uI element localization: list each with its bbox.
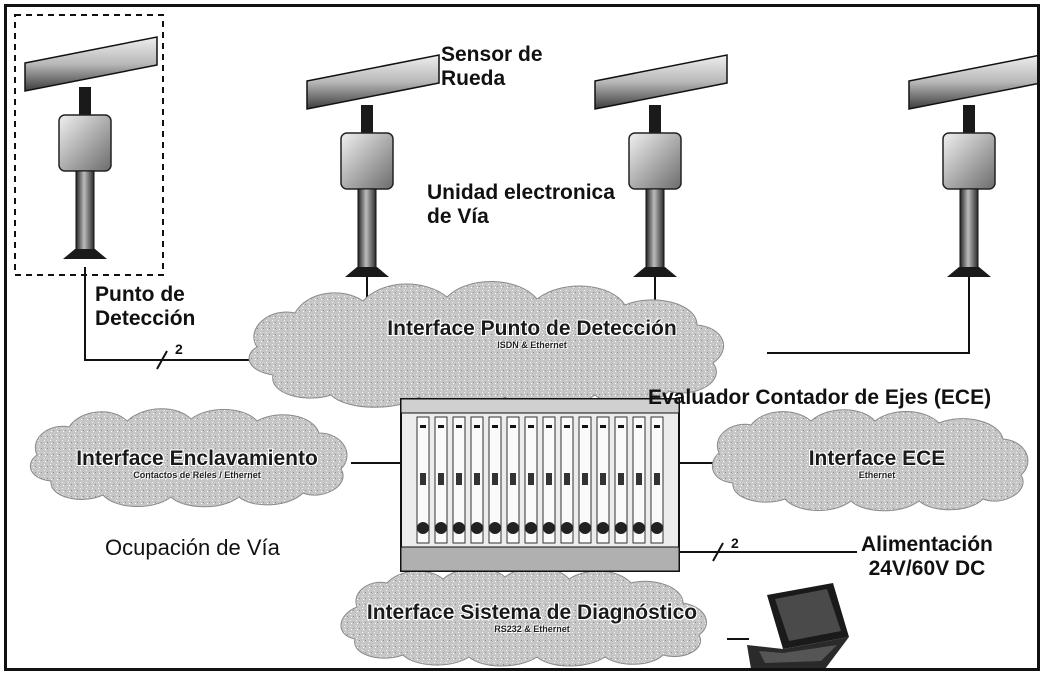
label-track-unit-text: Unidad electronica de Vía [427, 181, 615, 229]
wire-count-slash [156, 350, 168, 370]
cloud-detection-subtitle: ISDN & Ethernet [497, 340, 567, 350]
wheel-sensor-assembly [594, 54, 728, 277]
wheel-sensor-icon [963, 105, 975, 135]
rack-connector-icon [435, 522, 447, 534]
rack-connector-icon [507, 522, 519, 534]
rack-connector-icon [651, 522, 663, 534]
track-unit-box-icon [340, 132, 394, 190]
wheel-sensor-icon [361, 105, 373, 135]
wheel-sensor-icon [649, 105, 661, 135]
cloud-ece-interface [711, 409, 1029, 512]
cloud-ece-subtitle: Ethernet [858, 470, 896, 480]
label-wheel-sensor: Sensor de Rueda [441, 43, 543, 91]
wheel-sensor-assembly [306, 54, 440, 277]
cloud-interlocking-subtitle: Contactos de Reles / Ethernet [133, 470, 261, 480]
pole-icon [357, 188, 377, 272]
rack-connector-icon [489, 522, 501, 534]
wire-count-power: 2 [731, 535, 739, 551]
ece-rack [400, 398, 680, 572]
rack-connector-icon [597, 522, 609, 534]
cloud-interlocking-interface [29, 408, 348, 508]
pole-icon [959, 188, 979, 272]
rack-connector-icon [525, 522, 537, 534]
rack-connector-icon [471, 522, 483, 534]
laptop-icon [747, 583, 849, 668]
cloud-detection-title: Interface Punto de Detección [387, 317, 677, 340]
label-detection-point-text: Punto de Detección [95, 283, 196, 331]
diagram-frame: Sensor de Rueda Unidad electronica de Ví… [4, 4, 1040, 671]
cloud-diagnostic-title: Interface Sistema de Diagnóstico [366, 601, 698, 624]
label-track-occupancy-text: Ocupación de Vía [105, 535, 280, 560]
cloud-ece-title: Interface ECE [808, 447, 946, 470]
rail-icon [594, 54, 728, 110]
label-wheel-sensor-text: Sensor de Rueda [441, 43, 543, 91]
rack-connector-icon [561, 522, 573, 534]
track-unit-box-icon [942, 132, 996, 190]
pole-icon [645, 188, 665, 272]
label-detection-point: Punto de Detección [95, 283, 195, 331]
rack-connector-icon [615, 522, 627, 534]
rack-connector-icon [633, 522, 645, 534]
wire-count-detection: 2 [175, 341, 183, 357]
label-power-supply: Alimentación 24V/60V DC [861, 533, 993, 581]
cloud-detection-interface [248, 281, 725, 409]
pole-icon [75, 170, 95, 254]
cloud-interlocking-title: Interface Enclavamiento [76, 447, 318, 470]
label-power-supply-text: Alimentación 24V/60V DC [861, 533, 993, 581]
rail-icon [908, 55, 1037, 110]
detection-point-box [14, 14, 164, 276]
diagram-drawing [14, 14, 1037, 668]
wheel-sensor-assembly [908, 55, 1037, 277]
wheel-sensor-assembly [24, 36, 158, 259]
rack-connector-icon [579, 522, 591, 534]
label-evaluator-text: Evaluador Contador de Ejes (ECE) [648, 386, 992, 409]
rack-connector-icon [543, 522, 555, 534]
rail-icon [306, 54, 440, 110]
rail-icon [24, 36, 158, 92]
label-track-unit: Unidad electronica de Vía [427, 181, 615, 229]
cloud-diagnostic-subtitle: RS232 & Ethernet [494, 624, 570, 634]
track-unit-box-icon [58, 114, 112, 172]
wire-count-slash [712, 542, 724, 562]
rack-connector-icon [417, 522, 429, 534]
track-unit-box-icon [628, 132, 682, 190]
wheel-sensor-icon [79, 87, 91, 117]
rack-connector-icon [453, 522, 465, 534]
label-evaluator: Evaluador Contador de Ejes (ECE) [648, 386, 991, 410]
label-track-occupancy: Ocupación de Vía [105, 535, 280, 560]
